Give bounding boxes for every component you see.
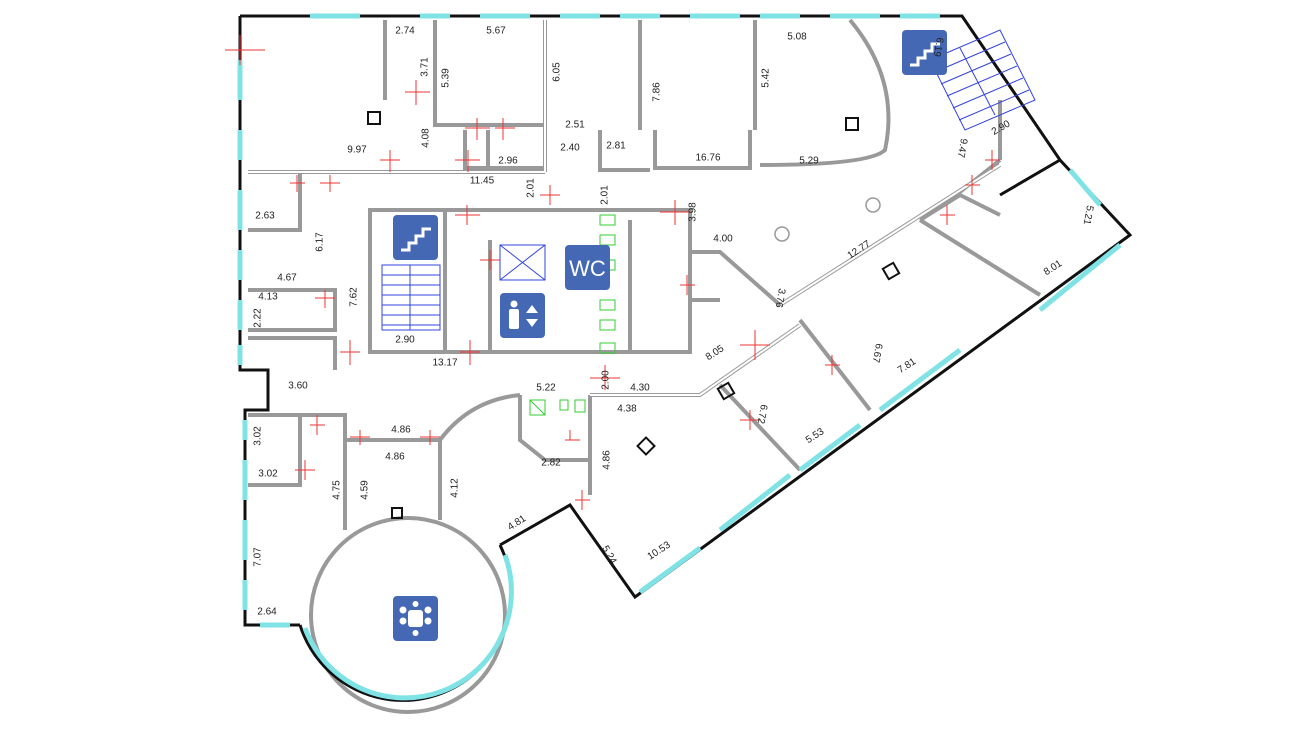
dimension-label: 6.05 [552,62,563,82]
dimension-label: 2.40 [560,143,580,154]
dimension-label: 4.30 [630,383,650,394]
dimension-label: 6.19 [931,36,945,58]
interior-walls [248,18,1042,714]
dimension-label: 3.02 [258,469,278,480]
dimension-label: 2.01 [600,185,611,205]
dimension-labels: 2.74 5.67 3.71 5.39 6.05 7.86 5.42 5.08 6.19 9.97… [253,26,1095,618]
dimension-label: 4.75 [332,480,343,500]
dimension-label: 2.96 [498,156,518,167]
dimension-label: 6.67 [870,342,884,364]
dimension-label: 9.47 [955,137,969,159]
dimension-label: 2.51 [565,120,585,131]
columns [367,111,901,519]
dimension-label: 5.67 [486,26,506,37]
dimension-label: 4.12 [450,478,461,498]
dimension-label: 9.97 [347,145,367,156]
dimension-label: 4.00 [713,234,733,245]
dimension-label: 12.77 [846,238,873,261]
wc-label: WC [569,256,606,281]
dimension-label: 2.74 [395,26,415,37]
dimension-label: 11.45 [470,176,495,187]
dimension-label: 4.38 [617,404,637,415]
dimension-label: 4.86 [602,450,613,470]
dimension-label: 4.59 [360,480,371,500]
dimension-label: 2.63 [255,211,275,222]
dimension-label: 4.08 [421,128,432,148]
dimension-label: 5.22 [536,383,556,394]
dimension-label: 2.00 [601,370,612,390]
dimension-label: 10.53 [646,539,673,562]
dimension-label: 2.64 [257,607,277,618]
dimension-label: 4.13 [258,292,278,303]
fixtures [529,214,616,416]
dimension-label: 3.02 [253,426,264,446]
dimension-label: 2.01 [526,178,537,198]
dimension-label: 5.42 [761,68,772,88]
outer-walls [238,14,1133,702]
dimension-label: 2.81 [606,141,626,152]
dimension-label: 3.71 [420,57,431,77]
dimension-label: 4.86 [391,425,411,436]
dimension-label: 2.90 [395,335,415,346]
dimension-label: 2.82 [541,458,561,469]
dimension-label: 6.17 [315,232,326,252]
stairs-icon [902,30,947,75]
dimension-label: 6.72 [755,403,769,425]
windows [237,13,1122,701]
dimension-label: 4.86 [385,452,405,463]
dimension-label: 7.86 [652,82,663,102]
doors [225,35,1000,510]
dimension-label: 8.01 [1042,258,1065,278]
elevator-icon [500,293,545,338]
dimension-label: 8.05 [704,343,727,363]
dimension-label: 5.29 [799,156,819,167]
dimension-label: 3.98 [688,202,699,222]
dimension-label: 3.76 [773,287,787,309]
dimension-label: 5.08 [787,32,807,43]
dimension-label: 5.39 [441,68,452,88]
dimension-label: 5.24 [599,544,618,567]
dimension-label: 2.22 [253,308,264,328]
wc-icon: WC [565,245,610,290]
dimension-label: 5.21 [1081,204,1095,226]
dimension-label: 16.76 [695,153,720,164]
dimension-label: 7.07 [253,547,264,567]
stairs-icon [393,215,438,260]
meeting-room-icon [393,596,438,641]
dimension-label: 7.62 [349,287,360,307]
dimension-label: 4.67 [277,273,297,284]
dimension-label: 13.17 [432,358,457,369]
dimension-label: 5.53 [804,426,827,446]
dimension-label: 7.81 [896,356,919,376]
stairs-drawing [381,29,1036,331]
dimension-label: 3.60 [288,381,308,392]
